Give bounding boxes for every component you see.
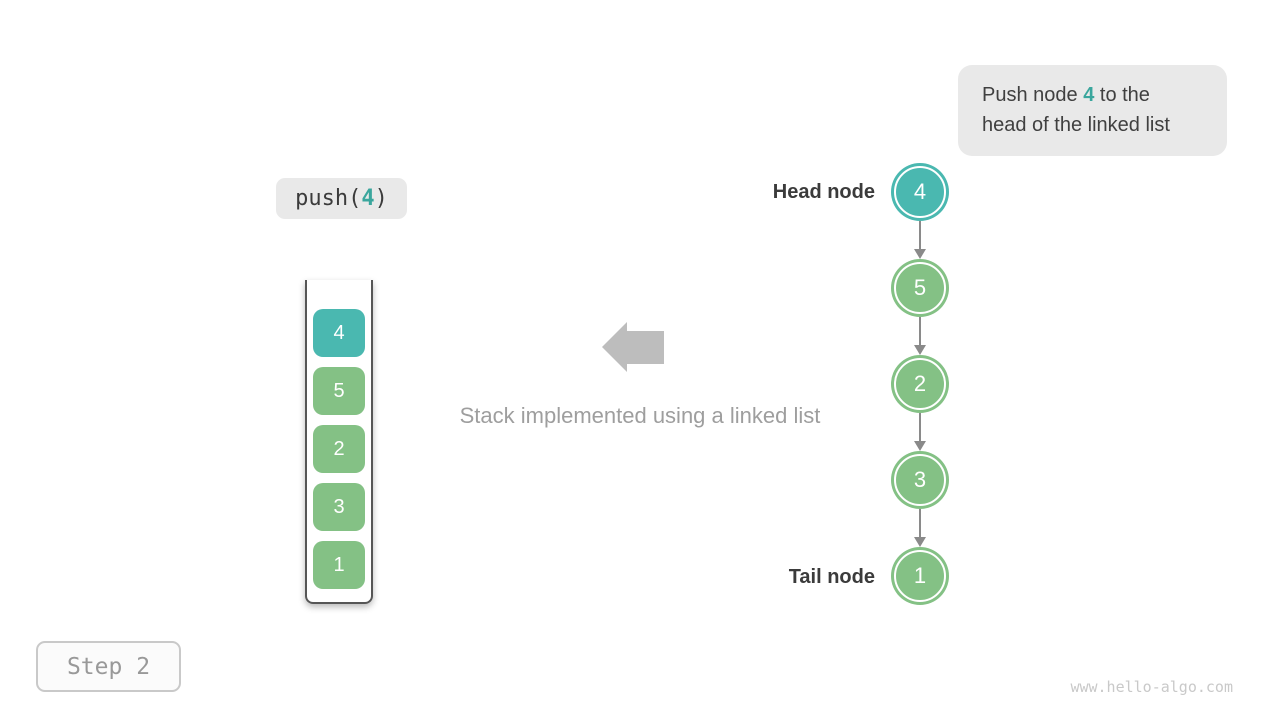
- linked-list: 4 5 2 3 1: [891, 163, 949, 605]
- linked-list-node: 4: [891, 163, 949, 221]
- op-text-after: ): [374, 186, 388, 211]
- linked-list-node: 2: [891, 355, 949, 413]
- callout-highlight-value: 4: [1083, 84, 1095, 106]
- stack-item: 3: [313, 483, 365, 531]
- linked-list-node: 1: [891, 547, 949, 605]
- down-arrow-icon: [914, 413, 926, 451]
- stack-item: 5: [313, 367, 365, 415]
- head-node-label: Head node: [772, 181, 875, 203]
- op-highlight-value: 4: [361, 186, 375, 211]
- linked-list-node: 3: [891, 451, 949, 509]
- down-arrow-icon: [914, 509, 926, 547]
- down-arrow-icon: [914, 221, 926, 259]
- stack-item: 1: [313, 541, 365, 589]
- down-arrow-icon: [914, 317, 926, 355]
- callout-text-before: Push node: [982, 84, 1084, 106]
- stack-container: 4 5 2 3 1: [305, 280, 373, 604]
- tail-node-label: Tail node: [788, 566, 875, 588]
- left-block-arrow-icon: [602, 322, 664, 372]
- instruction-callout: Push node 4 to the head of the linked li…: [958, 65, 1227, 156]
- stack-item: 2: [313, 425, 365, 473]
- step-badge: Step 2: [36, 641, 181, 692]
- stack-item: 4: [313, 309, 365, 357]
- linked-list-node: 5: [891, 259, 949, 317]
- callout-text-after: to the head of the linked list: [982, 84, 1170, 136]
- diagram-caption: Stack implemented using a linked list: [459, 403, 821, 428]
- watermark: www.hello-algo.com: [1070, 678, 1233, 696]
- push-operation-chip: push(4): [276, 178, 407, 219]
- op-text-before: push(: [295, 186, 362, 211]
